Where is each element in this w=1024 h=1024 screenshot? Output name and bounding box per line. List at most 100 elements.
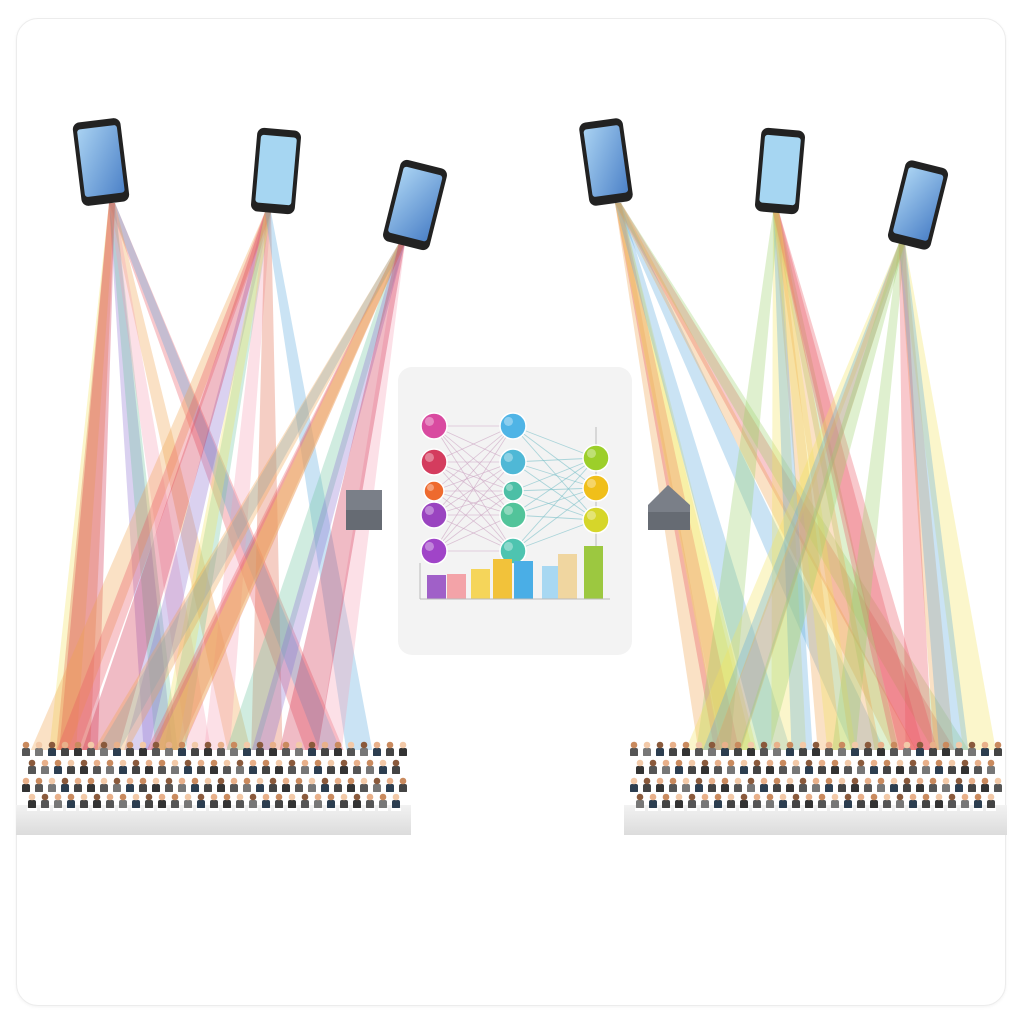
person-icon — [47, 741, 57, 759]
node-highlight — [427, 484, 434, 491]
person-icon — [307, 777, 317, 795]
person-icon — [131, 759, 141, 777]
node-highlight — [586, 510, 596, 520]
person-icon — [151, 741, 161, 759]
person-icon — [99, 741, 109, 759]
signal-beam — [773, 212, 842, 750]
signal-beam — [93, 243, 406, 750]
person-icon — [941, 741, 951, 759]
person-icon — [346, 777, 356, 795]
signal-beam — [773, 212, 813, 750]
person-icon — [830, 759, 840, 777]
network-node — [499, 501, 527, 529]
node-highlight — [503, 416, 513, 426]
node-highlight — [586, 478, 596, 488]
person-icon — [681, 777, 691, 795]
bar — [471, 569, 490, 599]
person-icon — [209, 793, 219, 811]
person-icon — [79, 793, 89, 811]
person-icon — [125, 741, 135, 759]
person-icon — [203, 777, 213, 795]
network-link — [512, 461, 597, 521]
network-link — [433, 425, 514, 492]
person-icon — [144, 759, 154, 777]
person-icon — [629, 741, 639, 759]
signal-beam — [685, 243, 905, 750]
person-icon — [66, 759, 76, 777]
person-icon — [287, 793, 297, 811]
person-icon — [372, 741, 382, 759]
person-icon — [164, 777, 174, 795]
right-house-arrow-icon — [648, 485, 690, 530]
signal-beam — [163, 212, 271, 750]
node-highlight — [503, 505, 513, 515]
person-icon — [791, 793, 801, 811]
person-icon — [908, 793, 918, 811]
person-icon — [863, 777, 873, 795]
person-icon — [222, 759, 232, 777]
person-icon — [856, 759, 866, 777]
person-icon — [635, 793, 645, 811]
person-icon — [804, 759, 814, 777]
person-icon — [973, 759, 983, 777]
person-icon — [320, 777, 330, 795]
person-icon — [105, 759, 115, 777]
person-icon — [980, 741, 990, 759]
signal-beam — [615, 203, 740, 750]
person-icon — [733, 741, 743, 759]
person-icon — [391, 793, 401, 811]
person-icon — [170, 759, 180, 777]
right-crowd — [629, 741, 1003, 811]
left-crowd — [21, 741, 408, 811]
signal-beam — [109, 203, 212, 750]
network-node — [420, 501, 448, 529]
person-icon — [668, 741, 678, 759]
person-icon — [216, 741, 226, 759]
node-highlight — [424, 452, 434, 462]
person-icon — [850, 777, 860, 795]
person-icon — [960, 793, 970, 811]
person-icon — [118, 759, 128, 777]
phone-icon — [72, 118, 130, 206]
person-icon — [895, 793, 905, 811]
person-icon — [772, 777, 782, 795]
person-icon — [804, 793, 814, 811]
signal-beam — [226, 243, 405, 750]
person-icon — [817, 793, 827, 811]
network-link — [433, 490, 514, 516]
person-icon — [326, 759, 336, 777]
signal-beam — [773, 212, 938, 750]
signal-beam — [56, 212, 272, 750]
signal-beam — [899, 243, 954, 750]
person-icon — [687, 759, 697, 777]
left-upload-box-icon — [346, 490, 382, 530]
person-icon — [60, 777, 70, 795]
network-link — [512, 519, 597, 552]
person-icon — [196, 759, 206, 777]
person-icon — [34, 777, 44, 795]
person-icon — [281, 777, 291, 795]
person-icon — [203, 741, 213, 759]
person-icon — [661, 759, 671, 777]
person-icon — [118, 793, 128, 811]
network-link — [512, 425, 597, 521]
person-icon — [268, 777, 278, 795]
person-icon — [726, 793, 736, 811]
network-link — [433, 461, 514, 492]
phone-icon — [887, 160, 949, 250]
person-icon — [986, 793, 996, 811]
person-icon — [739, 759, 749, 777]
person-icon — [307, 741, 317, 759]
node-highlight — [424, 505, 434, 515]
person-icon — [752, 759, 762, 777]
person-icon — [895, 759, 905, 777]
person-icon — [993, 777, 1003, 795]
person-icon — [53, 759, 63, 777]
signal-beam — [109, 203, 251, 750]
person-icon — [105, 793, 115, 811]
network-nodes — [420, 412, 610, 565]
person-icon — [785, 777, 795, 795]
node-highlight — [424, 416, 434, 426]
person-icon — [928, 777, 938, 795]
person-icon — [707, 741, 717, 759]
